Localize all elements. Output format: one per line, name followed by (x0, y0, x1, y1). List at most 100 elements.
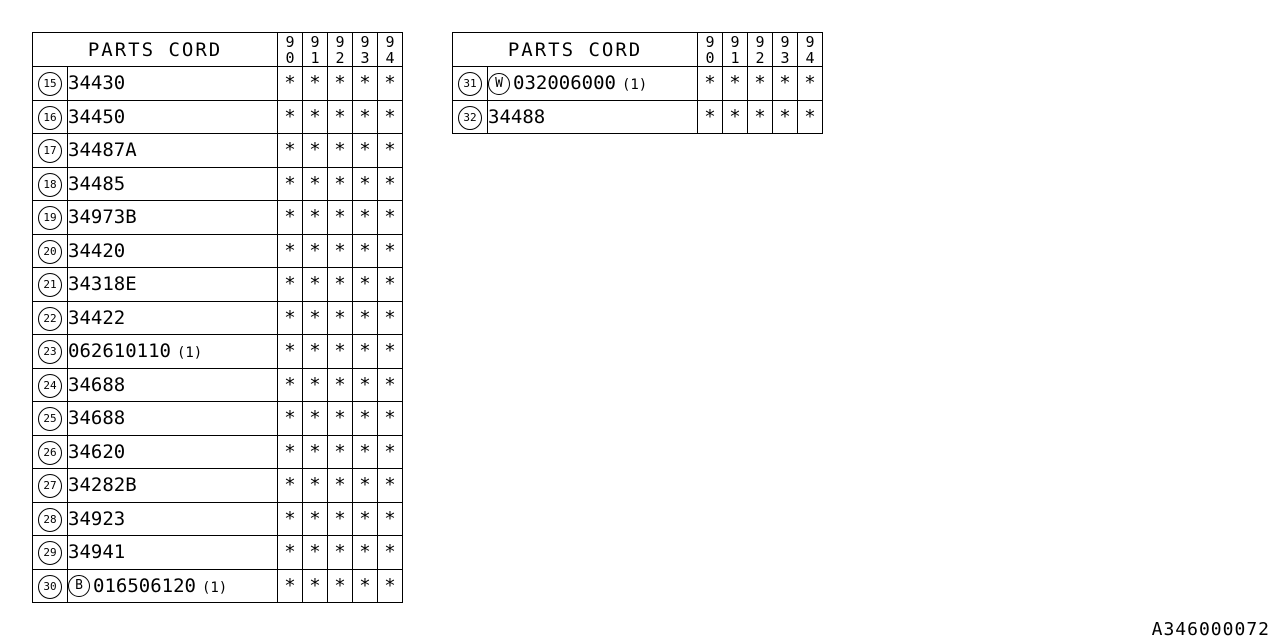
part-code-cell: 34487A (66, 133, 279, 168)
part-code: 34318E (68, 273, 137, 296)
year-mark: * (327, 133, 354, 168)
part-code-cell: 34973B (66, 200, 279, 235)
year-mark: * (327, 501, 354, 536)
year-mark: * (277, 233, 304, 268)
part-code: 34973B (68, 206, 137, 229)
year-digit: 9 (730, 32, 740, 51)
year-mark: * (277, 401, 304, 436)
year-mark: * (377, 367, 404, 402)
year-digit: 2 (335, 48, 345, 67)
part-code-cell: 34488 (486, 99, 699, 134)
part-code-cell: 062610110(1) (66, 334, 279, 369)
year-mark: * (797, 66, 824, 101)
year-mark: * (327, 233, 354, 268)
year-digit: 9 (310, 32, 320, 51)
ref-number-circle: 17 (38, 139, 62, 164)
ref-number-cell: 30 (32, 568, 68, 603)
year-mark: * (327, 334, 354, 369)
ref-number-cell: 27 (32, 468, 68, 503)
parts-cord-header: PARTS CORD (31, 32, 279, 67)
part-code: 34620 (68, 440, 126, 463)
year-mark: * (302, 535, 329, 570)
year-mark: * (352, 568, 379, 603)
year-digit: 9 (285, 32, 295, 51)
year-mark: * (277, 99, 304, 134)
year-digit: 2 (755, 48, 765, 67)
year-mark: * (772, 66, 799, 101)
year-mark: * (377, 267, 404, 302)
part-code-cell: 34420 (66, 233, 279, 268)
quantity: (1) (201, 579, 228, 596)
ref-number-circle: 29 (38, 541, 62, 566)
year-mark: * (352, 334, 379, 369)
year-mark: * (377, 300, 404, 335)
part-code: 34487A (68, 139, 137, 162)
ref-number-cell: 31 (452, 66, 488, 101)
year-mark: * (377, 133, 404, 168)
year-mark: * (377, 166, 404, 201)
ref-number-cell: 17 (32, 133, 68, 168)
diagram-code: A346000072 (1151, 619, 1270, 640)
part-code: 34923 (68, 507, 126, 530)
year-digit: 9 (385, 32, 395, 51)
year-mark: * (377, 66, 404, 101)
ref-number-circle: 15 (38, 72, 62, 97)
part-code: 34485 (68, 172, 126, 195)
part-code: 062610110 (68, 340, 171, 363)
year-mark: * (327, 367, 354, 402)
year-digit: 1 (730, 48, 740, 67)
year-digit: 3 (360, 48, 370, 67)
quantity: (1) (621, 77, 648, 93)
year-mark: * (697, 99, 724, 134)
part-code-cell: 34450 (66, 99, 279, 134)
ref-number-cell: 20 (32, 233, 68, 268)
year-mark: * (302, 434, 329, 469)
year-mark: * (277, 468, 304, 503)
year-mark: * (377, 535, 404, 570)
year-mark: * (302, 200, 329, 235)
year-mark: * (277, 66, 304, 101)
year-mark: * (302, 468, 329, 503)
year-digit: 4 (385, 48, 395, 67)
ref-number-cell: 16 (32, 99, 68, 134)
year-digit: 0 (285, 48, 295, 67)
year-mark: * (377, 200, 404, 235)
part-code-cell: 34318E (66, 267, 279, 302)
ref-number-cell: 15 (32, 66, 68, 101)
ref-number-circle: 20 (38, 239, 62, 264)
year-mark: * (327, 200, 354, 235)
ref-number-circle: 19 (38, 206, 62, 231)
part-code: 34941 (68, 541, 126, 564)
year-mark: * (302, 568, 329, 603)
year-mark: * (352, 401, 379, 436)
year-mark: * (352, 66, 379, 101)
ref-number-circle: 24 (38, 373, 62, 398)
part-code-cell: 34941 (66, 535, 279, 570)
year-mark: * (327, 66, 354, 101)
year-mark: * (302, 133, 329, 168)
ref-number-circle: 32 (458, 105, 482, 130)
year-digit: 4 (805, 48, 815, 67)
ref-number-circle: 25 (38, 407, 62, 432)
ref-number-circle: 31 (458, 72, 482, 97)
part-code: 34488 (488, 105, 546, 128)
